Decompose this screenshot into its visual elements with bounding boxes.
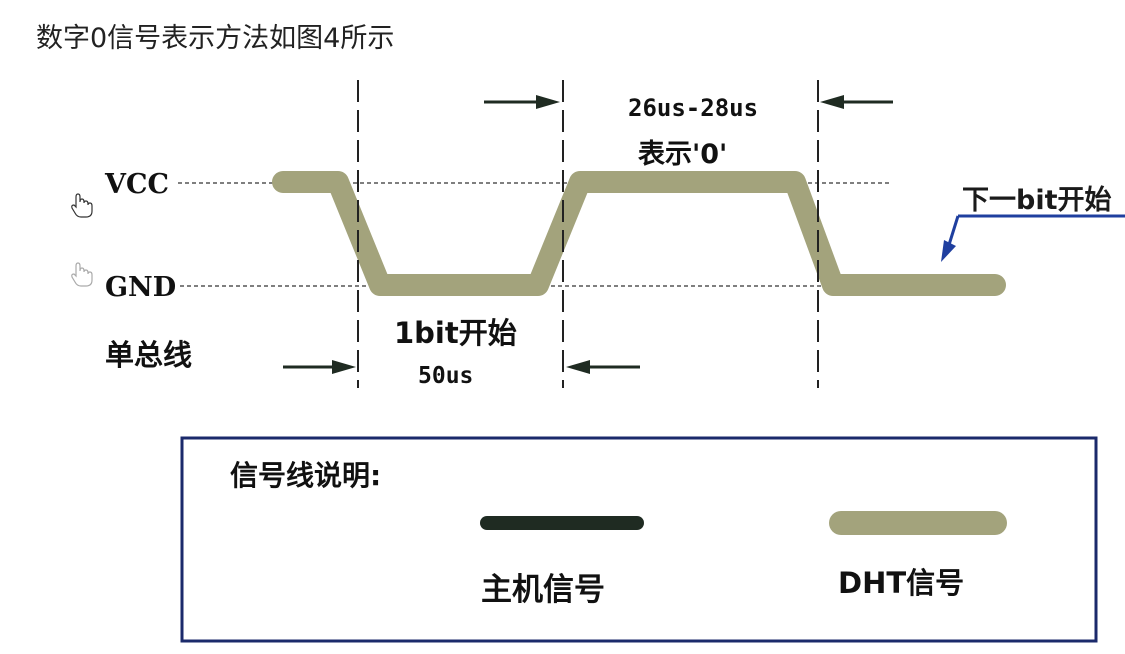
bit-start-label: 1bit开始 [394,316,517,350]
duration-label-50: 50us [418,363,473,389]
next-bit-label: 下一bit开始 [962,184,1112,216]
dht-signal-label: DHT信号 [838,566,964,600]
arrow-right-bottom [283,360,356,374]
gnd-label: GND [105,272,176,303]
hand-pointer-icon [71,262,93,287]
caption: 数字0信号表示方法如图4所示 [36,23,394,54]
duration-label-26-28: 26us-28us [628,94,758,122]
single-bus-label: 单总线 [105,338,192,372]
next-bit-pointer [941,214,1125,262]
arrow-left-top [820,95,893,109]
arrow-left-bottom [566,360,640,374]
host-signal-label: 主机信号 [481,572,605,608]
dht-signal-waveform [272,171,1006,296]
represents-zero-label: 表示'0' [638,139,727,170]
hand-pointer-icon [71,193,93,218]
legend-title: 信号线说明: [230,459,381,492]
vcc-label: VCC [104,169,169,200]
arrow-right-top [484,95,560,109]
legend-box [180,436,1098,643]
